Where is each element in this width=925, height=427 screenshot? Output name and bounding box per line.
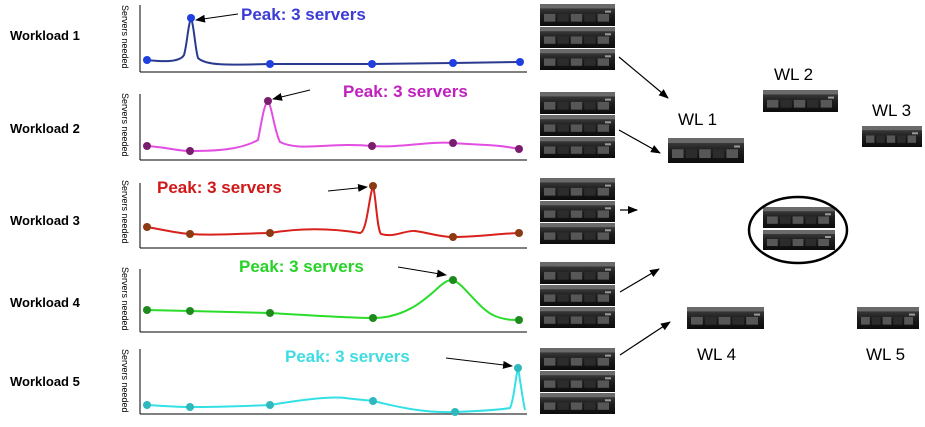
workload-4-peak-label: Peak: 3 servers xyxy=(239,257,364,276)
workload-4-point xyxy=(143,306,151,314)
workload-3-series-line xyxy=(146,182,520,239)
server-icon xyxy=(540,371,615,392)
workload-4-series-line xyxy=(146,279,520,321)
consolidated-wl5-label: WL 5 xyxy=(866,345,906,364)
workload-3-label: Workload 3 xyxy=(10,213,80,228)
server-icon xyxy=(540,115,615,136)
server-icon xyxy=(763,230,835,250)
server-icon xyxy=(540,49,615,70)
workload-2-peak-label: Peak: 3 servers xyxy=(343,82,468,101)
consolidated-wl4-label: WL 4 xyxy=(697,345,737,364)
workload-2-point xyxy=(143,142,151,150)
workload-3-point xyxy=(143,223,151,231)
workload-5-point xyxy=(514,364,522,372)
workload-1-chart xyxy=(139,5,527,73)
server-icon xyxy=(540,348,615,370)
server-icon xyxy=(540,262,615,284)
workload-1-point xyxy=(516,58,524,66)
server-icon xyxy=(540,4,615,26)
workload-5-point xyxy=(186,403,194,411)
ellipse-outline-icon xyxy=(747,195,849,265)
server-icon xyxy=(668,138,744,163)
workload-4-label: Workload 4 xyxy=(10,295,80,310)
server-icon xyxy=(857,307,919,329)
workload-3-point xyxy=(186,230,194,238)
workload-1-point xyxy=(449,59,457,67)
workload-5-series-line xyxy=(146,367,526,414)
server-icon xyxy=(540,393,615,414)
server-icon xyxy=(763,90,838,112)
server-icon xyxy=(862,126,922,147)
server-icon xyxy=(540,223,615,244)
workload-3-point xyxy=(515,229,523,237)
workload-2-point xyxy=(264,97,272,105)
workload-3-point xyxy=(369,182,377,190)
arrow-icon xyxy=(619,321,671,356)
server-icon xyxy=(540,285,615,306)
consolidated-wl3-label: WL 3 xyxy=(872,101,912,120)
workload-4-point xyxy=(266,309,274,317)
workload-1-point xyxy=(187,14,195,22)
workload-1-point xyxy=(143,56,151,64)
arrow-icon xyxy=(618,129,661,154)
workload-2-point xyxy=(515,145,523,153)
workload-4-point xyxy=(449,276,457,284)
workload-1-peak-arrow xyxy=(195,13,239,23)
server-icon xyxy=(540,178,615,200)
workload-2-point xyxy=(186,147,194,155)
workload-2-peak-arrow xyxy=(272,89,311,101)
consolidated-wl2-label: WL 2 xyxy=(774,65,814,84)
migration-arrows xyxy=(618,56,671,356)
workload-1-point xyxy=(368,60,376,68)
workload-2-label: Workload 2 xyxy=(10,121,80,136)
workload-1-series-line xyxy=(146,15,521,66)
server-icon xyxy=(540,137,615,158)
workload-5-label: Workload 5 xyxy=(10,374,80,389)
workload-4-peak-arrow xyxy=(397,266,447,278)
workload-4-point xyxy=(369,314,377,322)
server-icon xyxy=(540,92,615,114)
server-icon xyxy=(763,207,835,228)
workload-2-series-line xyxy=(146,99,520,153)
server-icon xyxy=(687,307,764,329)
workload-4-point xyxy=(186,307,194,315)
workload-5-peak-arrow xyxy=(445,357,513,369)
workload-3-peak-arrow xyxy=(327,183,368,192)
server-icon xyxy=(540,201,615,222)
workload-1-point xyxy=(266,60,274,68)
workload-3-point xyxy=(266,229,274,237)
workload-3-point xyxy=(449,233,457,241)
arrow-icon xyxy=(618,56,669,99)
workload-4-point xyxy=(515,316,523,324)
workload-5-point xyxy=(143,401,151,409)
workload-5-point xyxy=(369,397,377,405)
workload-1-peak-label: Peak: 3 servers xyxy=(241,5,366,24)
workload-5-peak-label: Peak: 3 servers xyxy=(285,347,410,366)
server-stacks xyxy=(540,4,615,414)
workload-2-point xyxy=(449,139,457,147)
workload-1-label: Workload 1 xyxy=(10,28,80,43)
consolidated-wl1-label: WL 1 xyxy=(678,110,718,129)
server-icon xyxy=(540,27,615,48)
workload-2-chart xyxy=(139,89,527,161)
consolidated-servers xyxy=(668,90,922,329)
arrow-icon xyxy=(619,268,660,293)
workload-3-chart xyxy=(139,182,527,249)
workload-3-peak-label: Peak: 3 servers xyxy=(157,178,282,197)
workload-5-chart xyxy=(139,349,527,416)
workload-4-chart xyxy=(139,266,527,333)
workload-5-point xyxy=(451,408,459,416)
workload-5-point xyxy=(266,401,274,409)
server-icon xyxy=(540,307,615,328)
workload-2-point xyxy=(368,142,376,150)
